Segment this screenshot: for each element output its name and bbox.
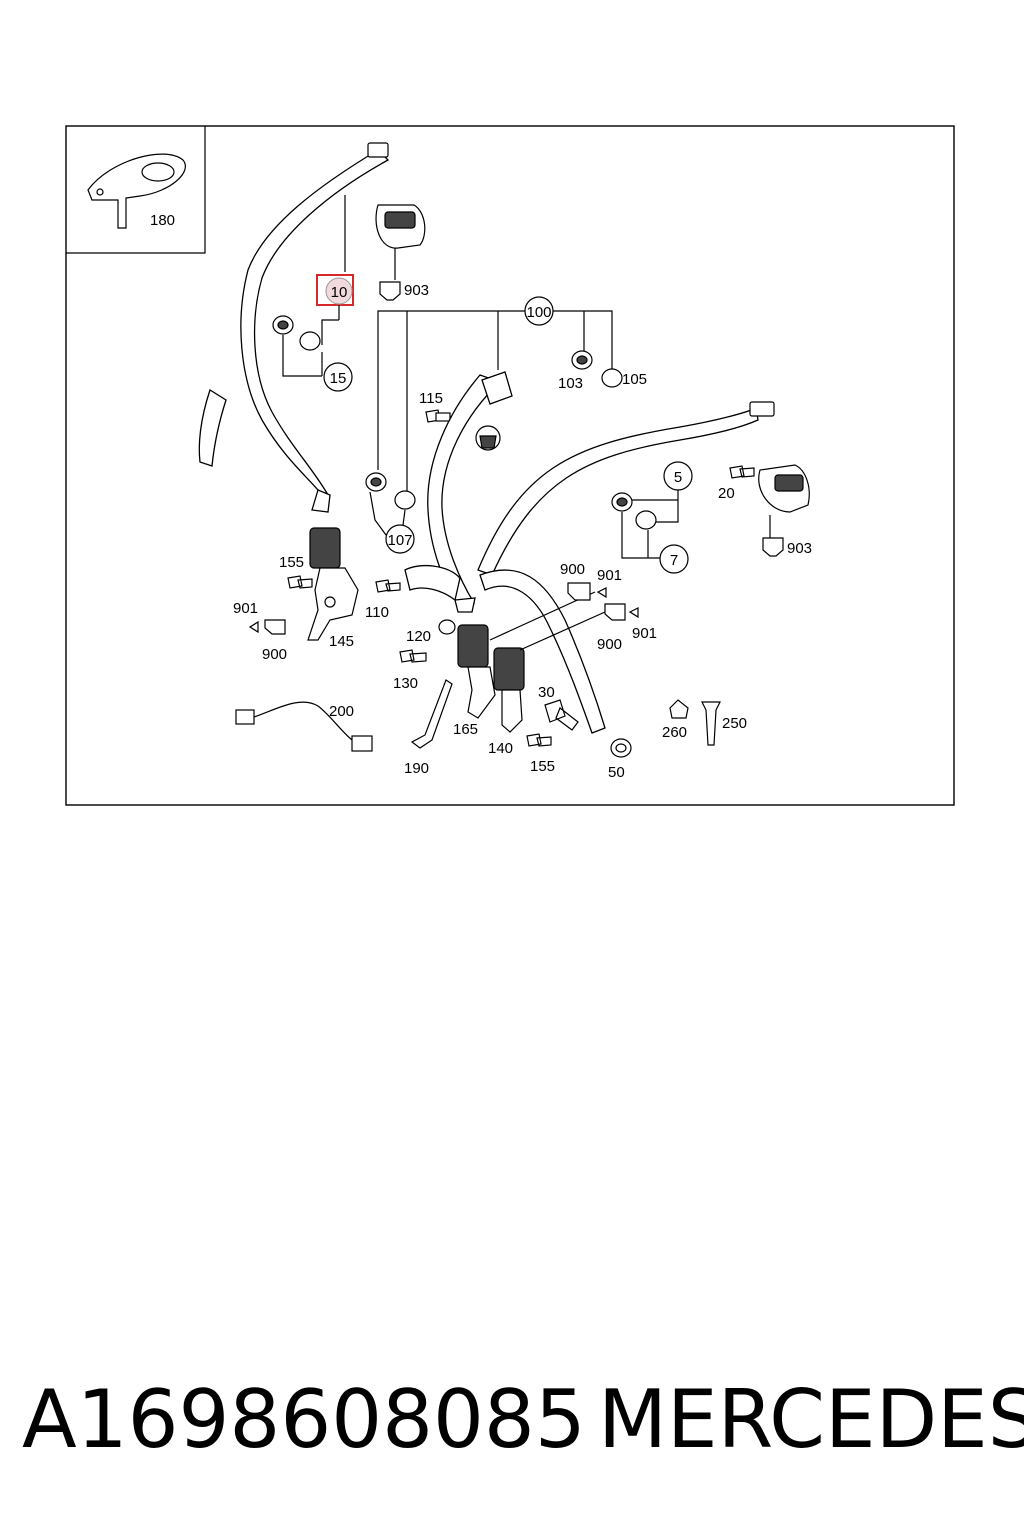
label-105: 105 [622, 371, 647, 388]
callout-100: 100 [526, 304, 551, 321]
bolt-30 [544, 699, 579, 731]
callout-7: 7 [670, 552, 678, 569]
left-retractor-part [344, 142, 426, 280]
connector-900-lower [604, 603, 626, 621]
seat-belt-parts-diagram: 180 903 10 15 100 103 105 [65, 125, 955, 806]
nut-260 [669, 699, 689, 719]
callout-circle-10 [325, 277, 353, 305]
bolt-250 [701, 701, 721, 746]
center-buckle-part [457, 591, 606, 733]
connector-903-right [762, 537, 784, 557]
bolt-110 [375, 579, 401, 593]
bracket-190 [410, 679, 453, 749]
label-180: 180 [150, 212, 175, 229]
label-115: 115 [419, 390, 443, 407]
label-900-left: 900 [262, 646, 287, 663]
highlight-box-10 [316, 274, 354, 306]
label-130: 130 [393, 675, 418, 692]
left-belt-webbing [198, 149, 390, 513]
brand-name: MERCEDES [598, 1373, 1024, 1466]
label-200: 200 [329, 703, 354, 720]
bolt-115 [425, 409, 451, 423]
label-20: 20 [718, 485, 735, 502]
bolt-155-left [287, 575, 313, 589]
label-50: 50 [608, 764, 625, 781]
footer-caption: A1698608085 MERCEDES [0, 1365, 1024, 1475]
label-103: 103 [558, 375, 583, 392]
label-190: 190 [404, 760, 429, 777]
right-belt-webbing [477, 407, 759, 734]
label-901-left: 901 [233, 600, 258, 617]
label-155-left: 155 [279, 554, 304, 571]
anchor-plate-part [87, 153, 186, 229]
callout-5: 5 [674, 469, 682, 486]
left-buckle-part [307, 527, 359, 641]
label-900-upper: 900 [560, 561, 585, 578]
label-120: 120 [406, 628, 431, 645]
bolt-155-right [526, 733, 552, 747]
label-110: 110 [365, 604, 389, 621]
callout-107: 107 [387, 532, 412, 549]
label-901-upper: 901 [597, 567, 622, 584]
label-145: 145 [329, 633, 354, 650]
label-903-top: 903 [404, 282, 429, 299]
connector-903-top [379, 281, 401, 301]
bolt-130 [399, 649, 427, 663]
part-number: A1698608085 [22, 1373, 586, 1466]
right-retractor-part [749, 401, 810, 538]
label-250: 250 [722, 715, 747, 732]
connector-900-upper [567, 582, 591, 601]
bolt-20 [729, 465, 755, 479]
inset-box [66, 126, 206, 254]
label-901-lower: 901 [632, 625, 657, 642]
label-260: 260 [662, 724, 687, 741]
label-30: 30 [538, 684, 555, 701]
label-155-right: 155 [530, 758, 555, 775]
center-belt-webbing [404, 371, 513, 613]
diagram-frame [65, 125, 955, 806]
label-903-right: 903 [787, 540, 812, 557]
trim-cap-group-15 [272, 315, 339, 377]
sensor-cable-200 [235, 701, 373, 752]
callout-15: 15 [330, 370, 347, 387]
label-140: 140 [488, 740, 513, 757]
callout-10: 10 [331, 284, 348, 301]
label-900-lower: 900 [597, 636, 622, 653]
label-165: 165 [453, 721, 478, 738]
connector-900-left [264, 619, 286, 635]
